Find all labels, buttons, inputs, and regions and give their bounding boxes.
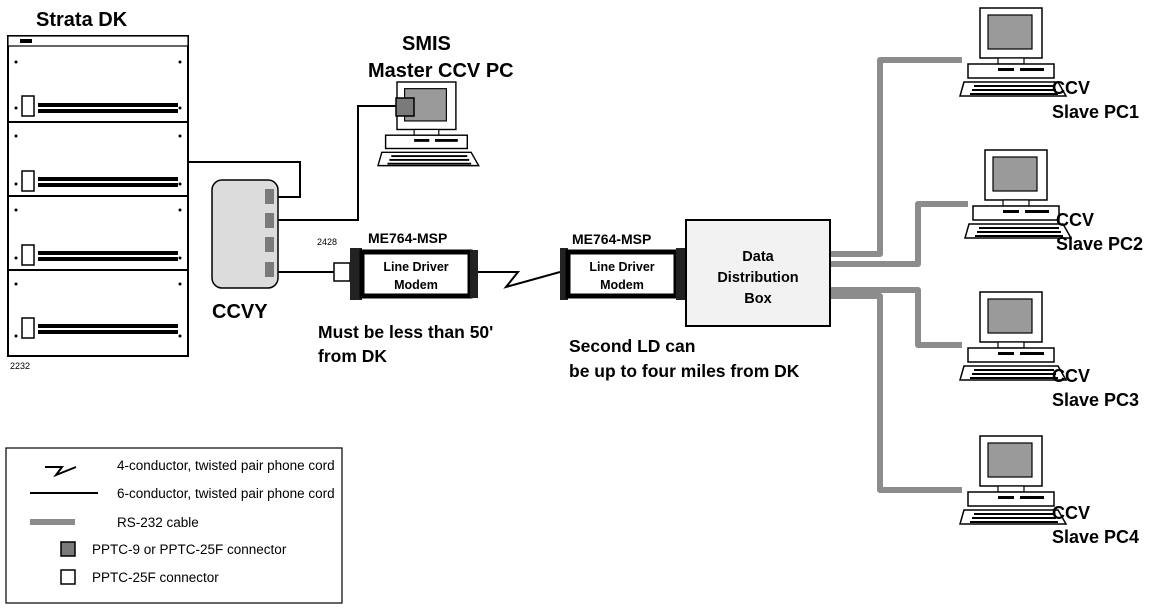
- slave-pc4-line2: Slave PC4: [1052, 527, 1139, 547]
- data-distribution-box: Data Distribution Box: [685, 219, 831, 327]
- line-driver-modem-1: ME764-MSP Line Driver Modem: [333, 230, 478, 300]
- smis-label-line2: Master CCV PC: [368, 60, 514, 82]
- strata-title: Strata DK: [36, 9, 128, 31]
- six-conductor-lines: [188, 105, 396, 273]
- shelf-2: [14, 134, 182, 192]
- line-driver-modem-2: ME764-MSP Line Driver Modem: [560, 231, 686, 300]
- slave-pc-2: CCV Slave PC2: [964, 149, 1143, 254]
- ddb-line2: Distribution: [717, 270, 798, 286]
- slave-pc-4: CCV Slave PC4: [959, 435, 1139, 547]
- slave-pc4-line1: CCV: [1052, 503, 1090, 523]
- slave-pc-1: CCV Slave PC1: [959, 7, 1139, 122]
- ccvy-adapter: CCVY 2428: [211, 179, 337, 323]
- note-second-ld-line1: Second LD can: [569, 336, 695, 356]
- ddb-line1: Data: [742, 249, 774, 265]
- slave-pc-3: CCV Slave PC3: [959, 291, 1139, 410]
- legend-item-1: 4-conductor, twisted pair phone cord: [117, 458, 335, 473]
- slave-pc2-line1: CCV: [1056, 210, 1094, 230]
- slave-pc1-icon: [959, 7, 1067, 97]
- four-conductor-link: [478, 271, 561, 289]
- note-distance-line1: Must be less than 50': [318, 322, 493, 342]
- slave-pc1-line1: CCV: [1052, 78, 1090, 98]
- modem1-line2: Modem: [394, 278, 438, 292]
- modem1-line1: Line Driver: [383, 260, 448, 274]
- legend-item-5: PPTC-25F connector: [92, 570, 219, 585]
- smis-label-line1: SMIS: [402, 33, 451, 55]
- legend-item-2: 6-conductor, twisted pair phone cord: [117, 486, 335, 501]
- slave-pc4-icon: [959, 435, 1067, 525]
- pptc25f-connector-modem1: [333, 262, 351, 282]
- legend-twisted-symbol: [45, 466, 77, 478]
- slave-pc3-line1: CCV: [1052, 366, 1090, 386]
- smis-master-pc: SMIS Master CCV PC: [368, 33, 514, 167]
- legend-item-4: PPTC-9 or PPTC-25F connector: [92, 542, 287, 557]
- note-distance-line2: from DK: [318, 346, 387, 366]
- legend: 4-conductor, twisted pair phone cord 6-c…: [5, 447, 343, 604]
- ddb-line3: Box: [744, 291, 771, 307]
- legend-filled-connector-symbol: [60, 541, 76, 557]
- master-pc-icon: [377, 81, 480, 167]
- ccvy-code: 2428: [317, 237, 337, 247]
- strata-dk-cabinet: Strata DK: [7, 9, 189, 371]
- modem2-line1: Line Driver: [589, 260, 654, 274]
- modem2-title: ME764-MSP: [572, 231, 651, 247]
- legend-item-3: RS-232 cable: [117, 515, 199, 530]
- slave-pc1-line2: Slave PC1: [1052, 102, 1139, 122]
- slave-pc2-line2: Slave PC2: [1056, 234, 1143, 254]
- pptc9-connector-master: [395, 97, 415, 117]
- modem1-title: ME764-MSP: [368, 230, 447, 246]
- slave-pc3-line2: Slave PC3: [1052, 390, 1139, 410]
- legend-hollow-connector-symbol: [60, 569, 76, 585]
- shelf-4: [14, 282, 182, 339]
- shelf-1: [14, 60, 182, 117]
- rs232-cables: [830, 57, 968, 493]
- slave-pc3-icon: [959, 291, 1067, 381]
- shelf-3: [14, 208, 182, 266]
- strata-code: 2232: [10, 361, 30, 371]
- modem2-line2: Modem: [600, 278, 644, 292]
- note-second-ld-line2: be up to four miles from DK: [569, 361, 800, 381]
- ccvy-label: CCVY: [212, 301, 268, 323]
